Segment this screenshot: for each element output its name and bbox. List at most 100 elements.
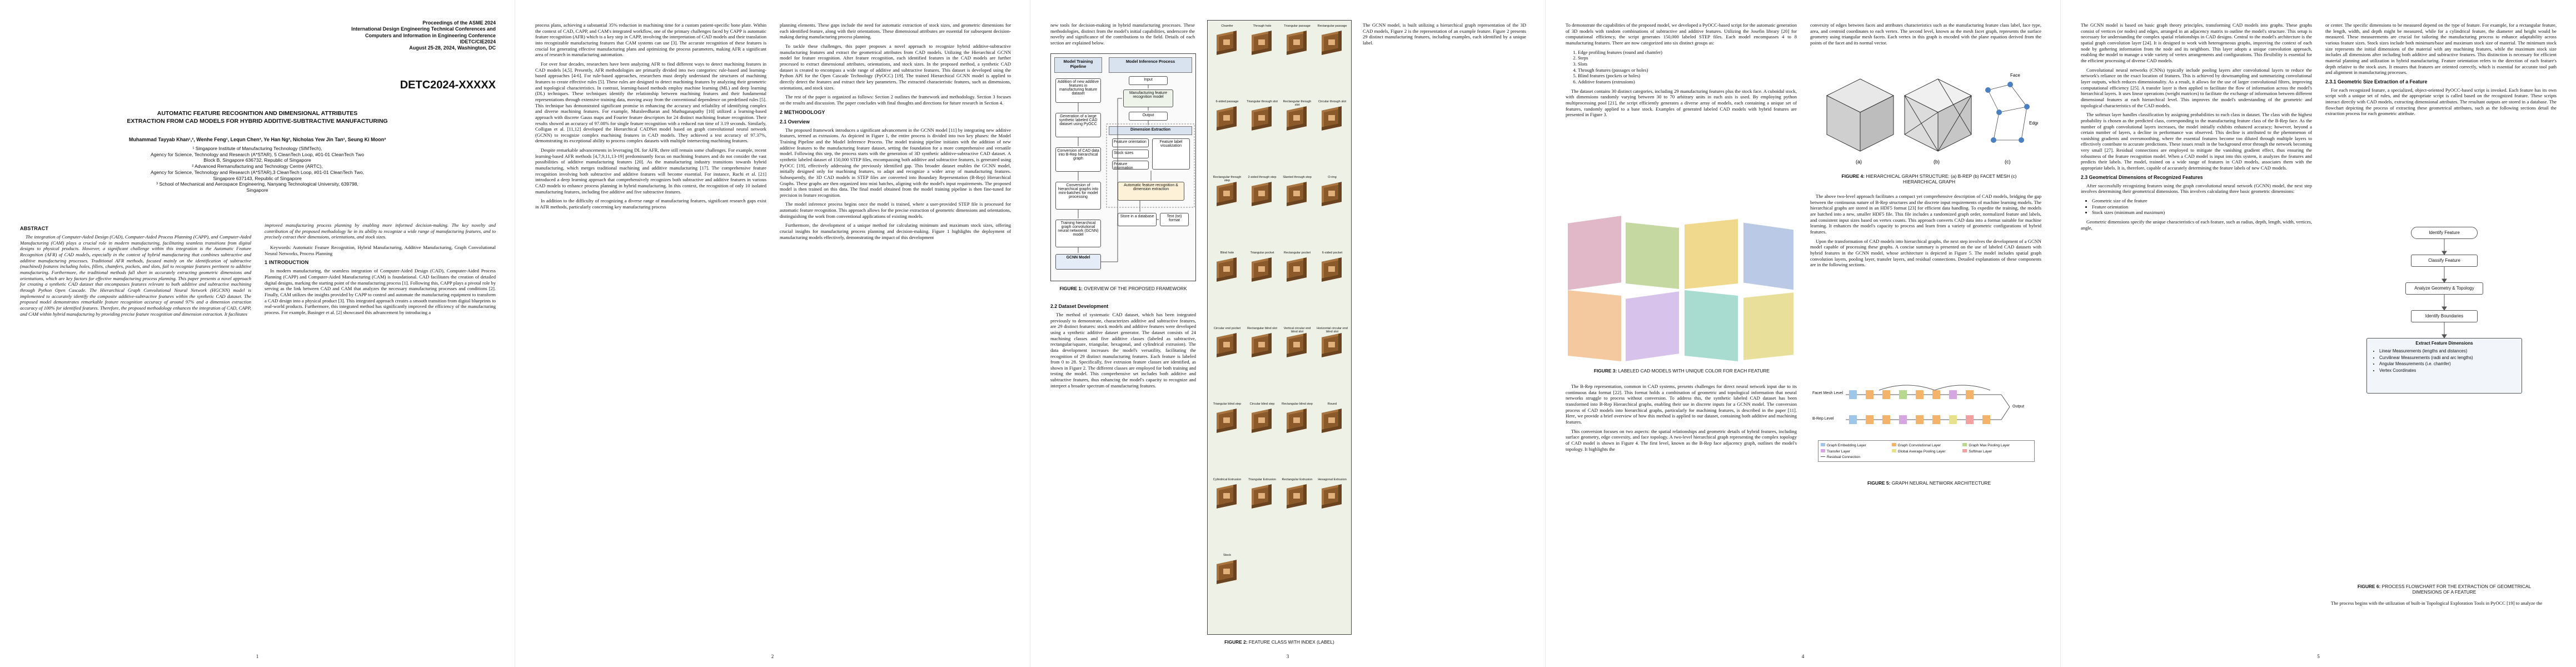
abstract-text: The integration of Computer-Aided Design… (20, 234, 251, 317)
feature-highlight (1258, 417, 1265, 423)
feature-class-tile: Round (1316, 402, 1348, 435)
intro-paragraph: In modern manufacturing, the seamless in… (265, 268, 496, 316)
feature-class-tile: Triangular pocket (1246, 251, 1278, 284)
cad-model-image (1568, 290, 1621, 362)
feature-class-label: Round (1327, 402, 1337, 406)
body-paragraph: The GCNN model is based on basic graph t… (2081, 22, 2312, 63)
cad-model-image (1685, 218, 1738, 290)
flowchart-connectors (2442, 239, 2447, 339)
fig4-face-label: Face (2010, 73, 2020, 78)
text-format: Text (txt) format (1160, 213, 1189, 226)
list-item: Linear Measurements (lengths and distanc… (2379, 348, 2517, 355)
page-number: 5 (2317, 654, 2320, 659)
page4-col-left: To demonstrate the capabilities of the p… (1566, 22, 1797, 121)
figure-3-labeled-models (1568, 216, 1796, 362)
flow-extract-dimensions: Extract Feature Dimensions Linear Measur… (2366, 338, 2522, 394)
flow-analyze-geometry: Analyze Geometry & Topology (2405, 282, 2483, 295)
feature-class-tile: Horizontal circular end blind slot (1316, 327, 1348, 360)
list-item: Additive features (extrusions) (1578, 79, 1797, 85)
body-paragraph: or center. The specific dimensions to be… (2325, 22, 2557, 76)
body-paragraph: The rest of the paper is organized as fo… (780, 94, 1011, 106)
list-item: Slots (1578, 61, 1797, 67)
feature-class-label: Rectangular through step (1213, 176, 1242, 182)
page-1: Proceedings of the ASME 2024 Internation… (0, 0, 515, 667)
feature-class-tile: Stock (1211, 554, 1243, 586)
feature-class-label: Triangular blind step (1213, 402, 1242, 406)
step-add-features: Addition of new additive features in man… (1055, 78, 1101, 103)
proc-title: Proceedings of the ASME 2024 (422, 20, 496, 26)
feature-class-tile: Rectangular through step (1211, 176, 1243, 208)
fig4-label-a: (a) (1856, 159, 1862, 165)
paper-title: AUTOMATIC FEATURE RECOGNITION AND DIMENS… (22, 110, 492, 125)
feature-class-tile: Blind hole (1211, 251, 1243, 284)
feature-class-tile: Rectangular pocket (1281, 251, 1313, 284)
extract-dimensions-list: Linear Measurements (lengths and distanc… (2379, 348, 2517, 374)
extract-dimensions-title: Extract Feature Dimensions (2415, 341, 2473, 346)
body-paragraph: The GCNN model, is built utilizing a hie… (1363, 22, 1526, 46)
affiliation-line: Singapore 637143, Republic of Singapore (213, 175, 302, 181)
dataset-heading: 2.2 Dataset Development (1050, 303, 1109, 309)
figure-5-gnn-architecture: Facet Mesh Level B-Rep Level Output (1812, 378, 2040, 475)
feature-class-tile: Circular through slot (1316, 100, 1348, 133)
feature-highlight (1328, 266, 1335, 272)
feature-highlight (1258, 266, 1265, 272)
feature-class-label: Hexagonal Extrusion (1318, 478, 1347, 481)
feature-class-tile: Triangular Extrusion (1246, 478, 1278, 511)
legend-item: Graph Convolutional Layer (1891, 443, 1961, 447)
feature-class-tile: 6-sided passage (1211, 100, 1243, 133)
feature-class-label: 2-sided through step (1248, 176, 1277, 179)
feature-highlight (1293, 266, 1300, 272)
feature-class-tile: Rectangular Extrusion (1281, 478, 1313, 511)
body-paragraph: After successfully recognizing features … (2081, 182, 2312, 195)
page5-col-right-bottom: The process begins with the utilization … (2325, 600, 2557, 610)
feature-class-tile: Triangular passage (1281, 24, 1313, 57)
training-pipeline-title: Model Training Pipeline (1054, 57, 1102, 73)
body-paragraph: new tools for decision-making in hybrid … (1050, 22, 1195, 46)
inference-process-title: Model Inference Process (1109, 57, 1192, 73)
figure-1-text: OVERVIEW OF THE PROPOSED FRAMEWORK (1084, 286, 1187, 291)
feature-class-tile: Through hole (1246, 24, 1278, 57)
feature-highlight (1223, 493, 1230, 499)
affiliation-line: Singapore (246, 187, 268, 193)
dimension-list: Geometric size of the feature Feature or… (2092, 198, 2312, 216)
page3-col-left: new tools for decision-making in hybrid … (1050, 22, 1195, 49)
brep-level-label: B-Rep Level (1812, 417, 1834, 421)
body-paragraph: For each recognized feature, a specializ… (2325, 87, 2557, 117)
list-item: Angular Measurements (i.e. chamfer) (2379, 361, 2517, 367)
page-number: 3 (1286, 654, 1289, 659)
page2-col-left: process plans, achieving a substantial 3… (535, 22, 766, 213)
feature-class-label: Triangular pocket (1250, 251, 1274, 255)
feature-highlight (1293, 115, 1300, 121)
feature-class-tile: Cylindrical Extrusion (1211, 478, 1243, 511)
feature-class-label: Vertical circular end blind slot (1283, 327, 1311, 334)
feature-class-tile: Rectangular blind step (1281, 402, 1313, 435)
page2-col-right: planning elements. These gaps include th… (780, 22, 1011, 243)
keywords: Keywords: Automatic Feature Recognition,… (265, 245, 496, 256)
feature-class-label: Rectangular pocket (1283, 251, 1311, 255)
afr-dimension-box: Automatic feature recognition & dimensio… (1118, 182, 1184, 201)
methodology-heading: 2 METHODOLOGY (780, 109, 825, 115)
legend-item: Global Average Pooling Layer (1891, 449, 1961, 454)
figure-6-number: FIGURE 6: (2357, 584, 2381, 589)
figure-6-text: PROCESS FLOWCHART FOR THE EXTRACTION OF … (2381, 584, 2532, 595)
cad-model-image (1743, 222, 1793, 290)
facet-mesh-level-label: Facet Mesh Level (1812, 391, 1843, 395)
figure-1-arrows (1078, 85, 1195, 262)
feature-highlight (1328, 39, 1335, 45)
feature-class-label: 6-sided passage (1215, 100, 1239, 103)
body-paragraph: convexity of edges between faces and att… (1810, 22, 2041, 46)
body-paragraph: In addition to the difficulty of recogni… (535, 198, 766, 210)
architecture-output-label: Output (2012, 405, 2025, 409)
body-paragraph: To demonstrate the capabilities of the p… (1566, 22, 1797, 46)
feature-class-tile: Chamfer (1211, 24, 1243, 57)
architecture-diagram (1846, 385, 2010, 424)
cad-model-image (1685, 290, 1738, 362)
cad-model-image (1626, 222, 1679, 290)
feature-group-list: Edge profiling features (round and chamf… (1578, 49, 1797, 85)
feature-class-label: Slanted through step (1283, 176, 1312, 179)
body-paragraph: The method of systematic CAD dataset, wh… (1050, 311, 1196, 389)
conference-header: Proceedings of the ASME 2024 Internation… (351, 20, 496, 51)
feature-highlight (1223, 39, 1230, 45)
feature-class-tile: 2-sided through step (1246, 176, 1278, 208)
step-mini-batches: Conversion of hierarchical graphs into m… (1055, 182, 1101, 210)
